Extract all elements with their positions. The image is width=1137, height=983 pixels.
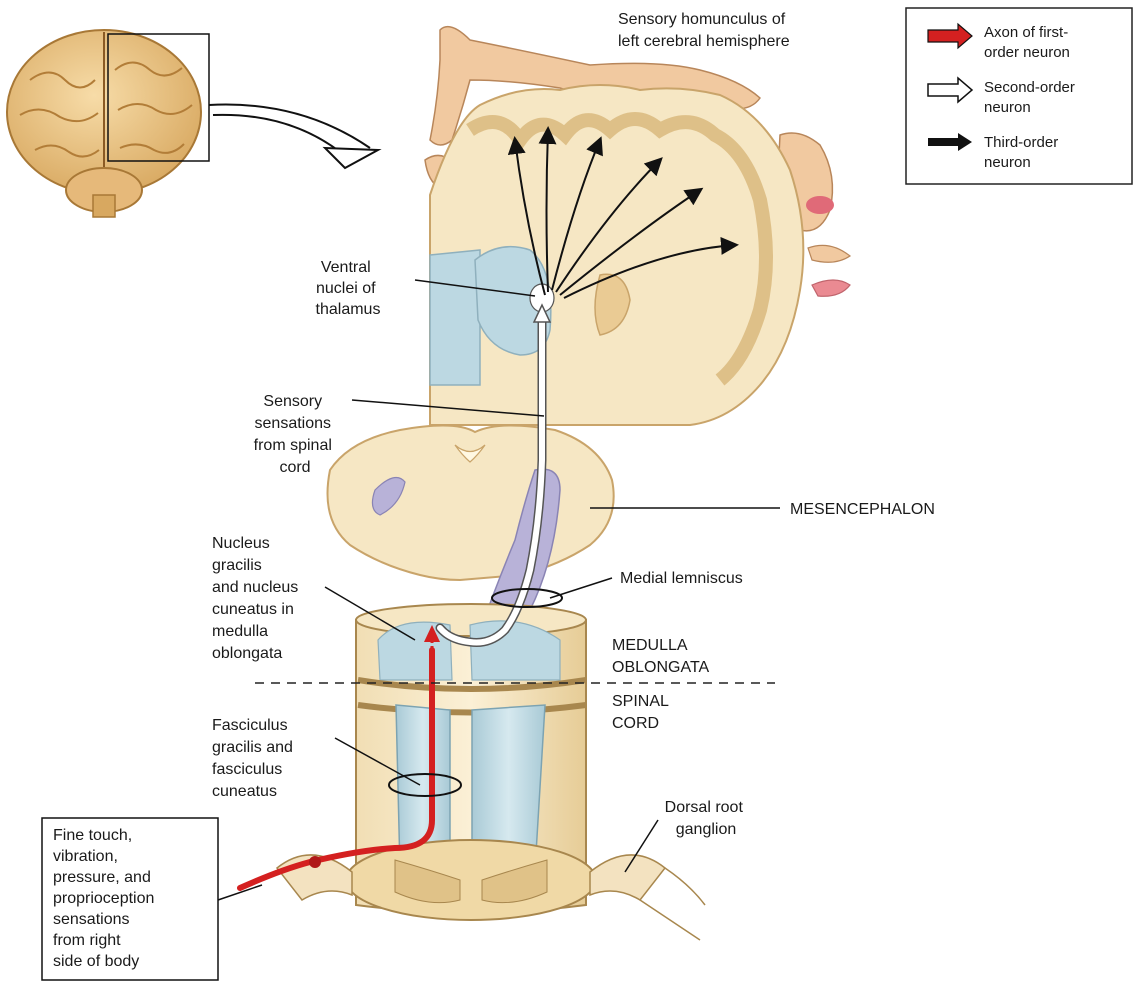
label-spinal-cord: SPINAL CORD <box>612 693 673 732</box>
label-dorsal-root-ganglion: Dorsal root ganglion <box>665 799 748 838</box>
fine-touch-box: Fine touch, vibration, pressure, and pro… <box>42 818 218 980</box>
label-homunculus: Sensory homunculus of left cerebral hemi… <box>618 11 790 50</box>
legend-box: Axon of first- order neuron Second-order… <box>906 8 1132 184</box>
label-fasciculus: Fasciculus gracilis and fasciculus cunea… <box>212 717 297 800</box>
lateral-nucleus <box>430 250 480 385</box>
label-mesencephalon: MESENCEPHALON <box>790 501 935 518</box>
label-thalamus: Ventral nuclei of thalamus <box>316 259 381 318</box>
brain-illustration <box>7 30 378 217</box>
zoom-arrow <box>325 148 378 168</box>
cortex-section <box>430 85 803 425</box>
label-medulla-oblongata: MEDULLA OBLONGATA <box>612 637 710 676</box>
spinal-column <box>277 604 705 940</box>
dorsal-root-right <box>590 855 665 900</box>
label-nucleus-gracilis: Nucleus gracilis and nucleus cuneatus in… <box>212 535 303 662</box>
label-sensations: Sensory sensations from spinal cord <box>254 393 337 476</box>
label-medial-lemniscus: Medial lemniscus <box>620 570 743 587</box>
